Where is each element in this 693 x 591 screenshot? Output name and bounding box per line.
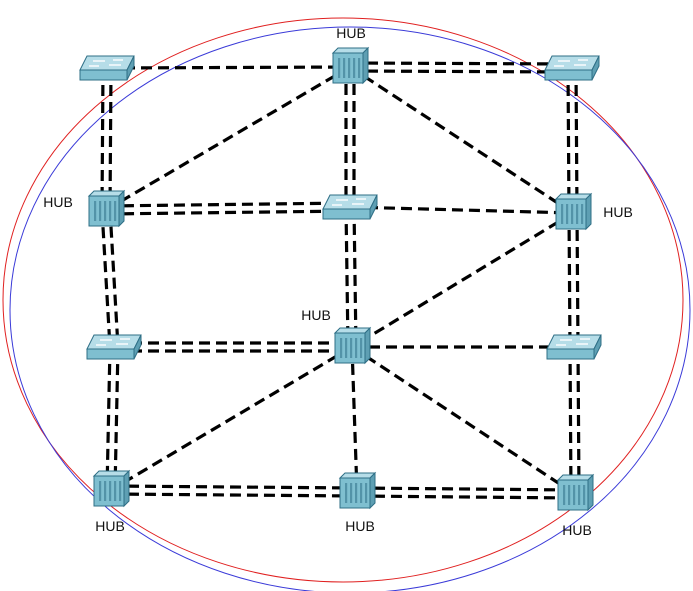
blue-boundary-ellipse [9,26,691,591]
rings-layer [2,17,691,591]
link-switch-top-right-to-hub-upper-right-line-2 [566,68,571,214]
switch-top-right-switch-icon[interactable] [544,55,600,81]
link-hub-upper-right-to-switch-lower-right-line-1 [575,212,580,347]
link-hub-bottom-left-to-hub-bottom-center-line-2 [110,492,357,498]
link-switch-top-left-to-hub-upper-left-line-1 [108,68,113,211]
switch-lower-left-switch-icon[interactable] [86,334,142,360]
link-hub-center-to-hub-bottom-right [351,345,576,496]
red-boundary-ellipse [2,17,684,583]
hub-bottom-left-hub-icon[interactable] [92,469,131,508]
switch-lower-right-switch-icon[interactable] [546,334,602,360]
link-hub-center-to-hub-bottom-center [350,346,359,493]
hub-top-center-hub-icon[interactable] [331,46,370,85]
link-switch-upper-center-to-hub-center-line-2 [344,207,350,348]
hub-bottom-center-label: HUB [345,518,375,534]
hub-bottom-right-hub-icon[interactable] [556,473,595,512]
link-switch-lower-right-to-hub-bottom-right-line-1 [576,346,581,494]
hub-upper-left-label: HUB [43,194,73,210]
hub-center-hub-icon[interactable] [333,326,372,365]
link-switch-lower-left-to-hub-bottom-left-line-1 [113,347,120,491]
link-hub-upper-right-to-hub-center [351,211,574,349]
link-switch-top-left-to-hub-upper-left-line-2 [100,67,105,210]
link-hub-bottom-center-to-hub-bottom-right-line-1 [357,486,576,492]
hub-top-center-label: HUB [336,25,366,41]
devices-layer: HUB HUB HUB HUB HUB HUB HUB [43,25,633,538]
link-hub-bottom-left-to-hub-bottom-center-line-1 [111,484,358,490]
link-hub-top-center-to-switch-top-right-line-1 [350,61,573,66]
hub-center-label: HUB [301,307,331,323]
link-switch-upper-center-to-hub-center-line-1 [352,206,358,347]
hub-bottom-right-label: HUB [562,522,592,538]
link-hub-upper-left-to-switch-upper-center-line-2 [106,209,351,216]
link-switch-lower-right-to-hub-bottom-right-line-2 [568,347,573,495]
hub-upper-right-hub-icon[interactable] [554,192,593,231]
hub-bottom-center-hub-icon[interactable] [338,471,377,510]
link-hub-upper-right-to-switch-lower-right-line-2 [567,213,572,348]
link-hub-top-center-to-hub-upper-left [105,65,351,212]
link-hub-center-to-hub-bottom-left [110,345,353,492]
hub-upper-right-label: HUB [603,204,633,220]
link-hub-upper-left-to-switch-lower-left-line-1 [108,209,120,347]
links-layer [100,61,581,500]
switch-upper-center-switch-icon[interactable] [322,194,378,220]
switch-top-left-switch-icon[interactable] [79,55,135,81]
link-hub-upper-left-to-switch-lower-left-line-2 [100,210,112,348]
link-switch-top-left-to-hub-top-center [106,65,351,70]
link-switch-lower-left-to-hub-bottom-left-line-2 [105,346,112,490]
link-switch-upper-center-to-hub-upper-right [349,205,574,215]
link-hub-upper-left-to-switch-upper-center-line-1 [105,201,350,208]
hub-bottom-left-label: HUB [95,518,125,534]
link-switch-top-right-to-hub-upper-right-line-1 [574,67,579,213]
link-hub-top-center-to-switch-top-right-line-2 [349,69,572,74]
link-hub-top-center-to-hub-upper-right [349,65,574,215]
link-hub-bottom-center-to-hub-bottom-right-line-2 [356,494,575,500]
hub-upper-left-hub-icon[interactable] [87,189,126,228]
